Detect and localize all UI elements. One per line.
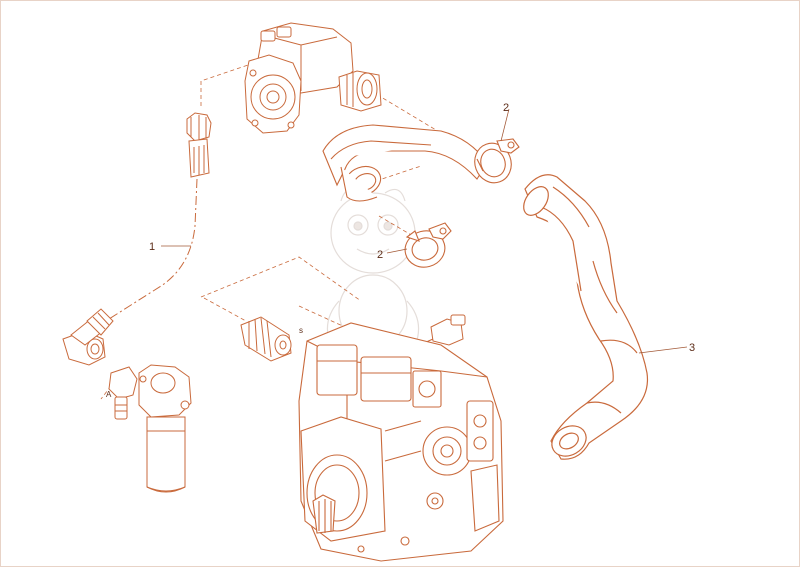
hose-clamp-upper	[474, 138, 520, 184]
main-hose	[523, 174, 649, 460]
callout-s: s	[299, 326, 303, 335]
callout-1: 1	[149, 241, 155, 253]
callout-3: 3	[689, 342, 695, 354]
gear-pump	[244, 22, 382, 134]
banjo-fitting	[240, 316, 292, 362]
alignment-dashes	[100, 62, 472, 400]
callout-2-upper: 2	[503, 102, 509, 114]
main-pump	[298, 322, 504, 562]
sensor-plug	[414, 314, 466, 348]
watermark-logo	[326, 188, 420, 348]
callout-a: A	[106, 390, 112, 399]
leader-lines	[161, 108, 688, 354]
callout-2-lower: 2	[377, 249, 383, 261]
elbow-fitting	[62, 308, 114, 366]
filter-assembly	[108, 364, 192, 493]
upper-fitting	[186, 112, 212, 178]
hose-clamp-lower	[404, 222, 452, 268]
suction-hose	[322, 124, 488, 202]
